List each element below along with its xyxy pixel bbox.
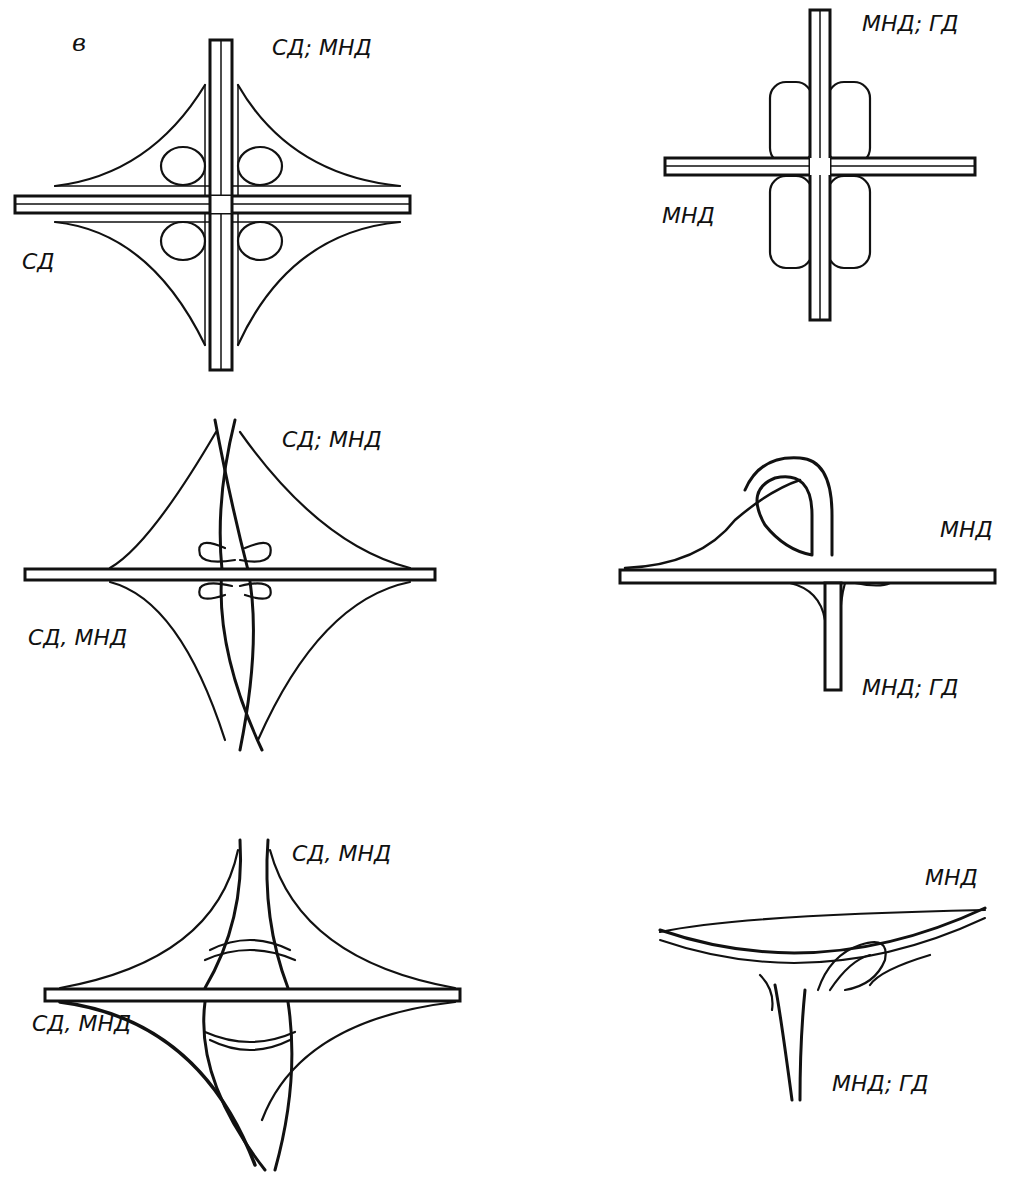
turbine-scheme xyxy=(45,840,460,1170)
cloverleaf-scheme xyxy=(15,40,410,370)
road-category-label: МНД; ГД xyxy=(862,12,959,36)
road-category-label: СД, МНД xyxy=(292,842,391,866)
road-category-label: СД; МНД xyxy=(282,428,382,452)
road-category-label: МНД xyxy=(940,518,993,542)
curved-t-scheme xyxy=(660,908,985,1100)
road-category-label: СД, МНД xyxy=(32,1012,131,1036)
figure-letter: в xyxy=(72,30,86,56)
road-category-label: СД; МНД xyxy=(272,36,372,60)
road-category-label: МНД xyxy=(662,204,715,228)
road-category-label: МНД; ГД xyxy=(862,676,959,700)
rectangular-loops-scheme xyxy=(665,10,975,320)
braided-scheme xyxy=(25,420,435,750)
t-loop-scheme xyxy=(620,458,995,690)
road-category-label: МНД; ГД xyxy=(832,1072,929,1096)
road-category-label: СД, МНД xyxy=(28,626,127,650)
road-category-label: СД xyxy=(22,250,55,274)
road-category-label: МНД xyxy=(925,866,978,890)
